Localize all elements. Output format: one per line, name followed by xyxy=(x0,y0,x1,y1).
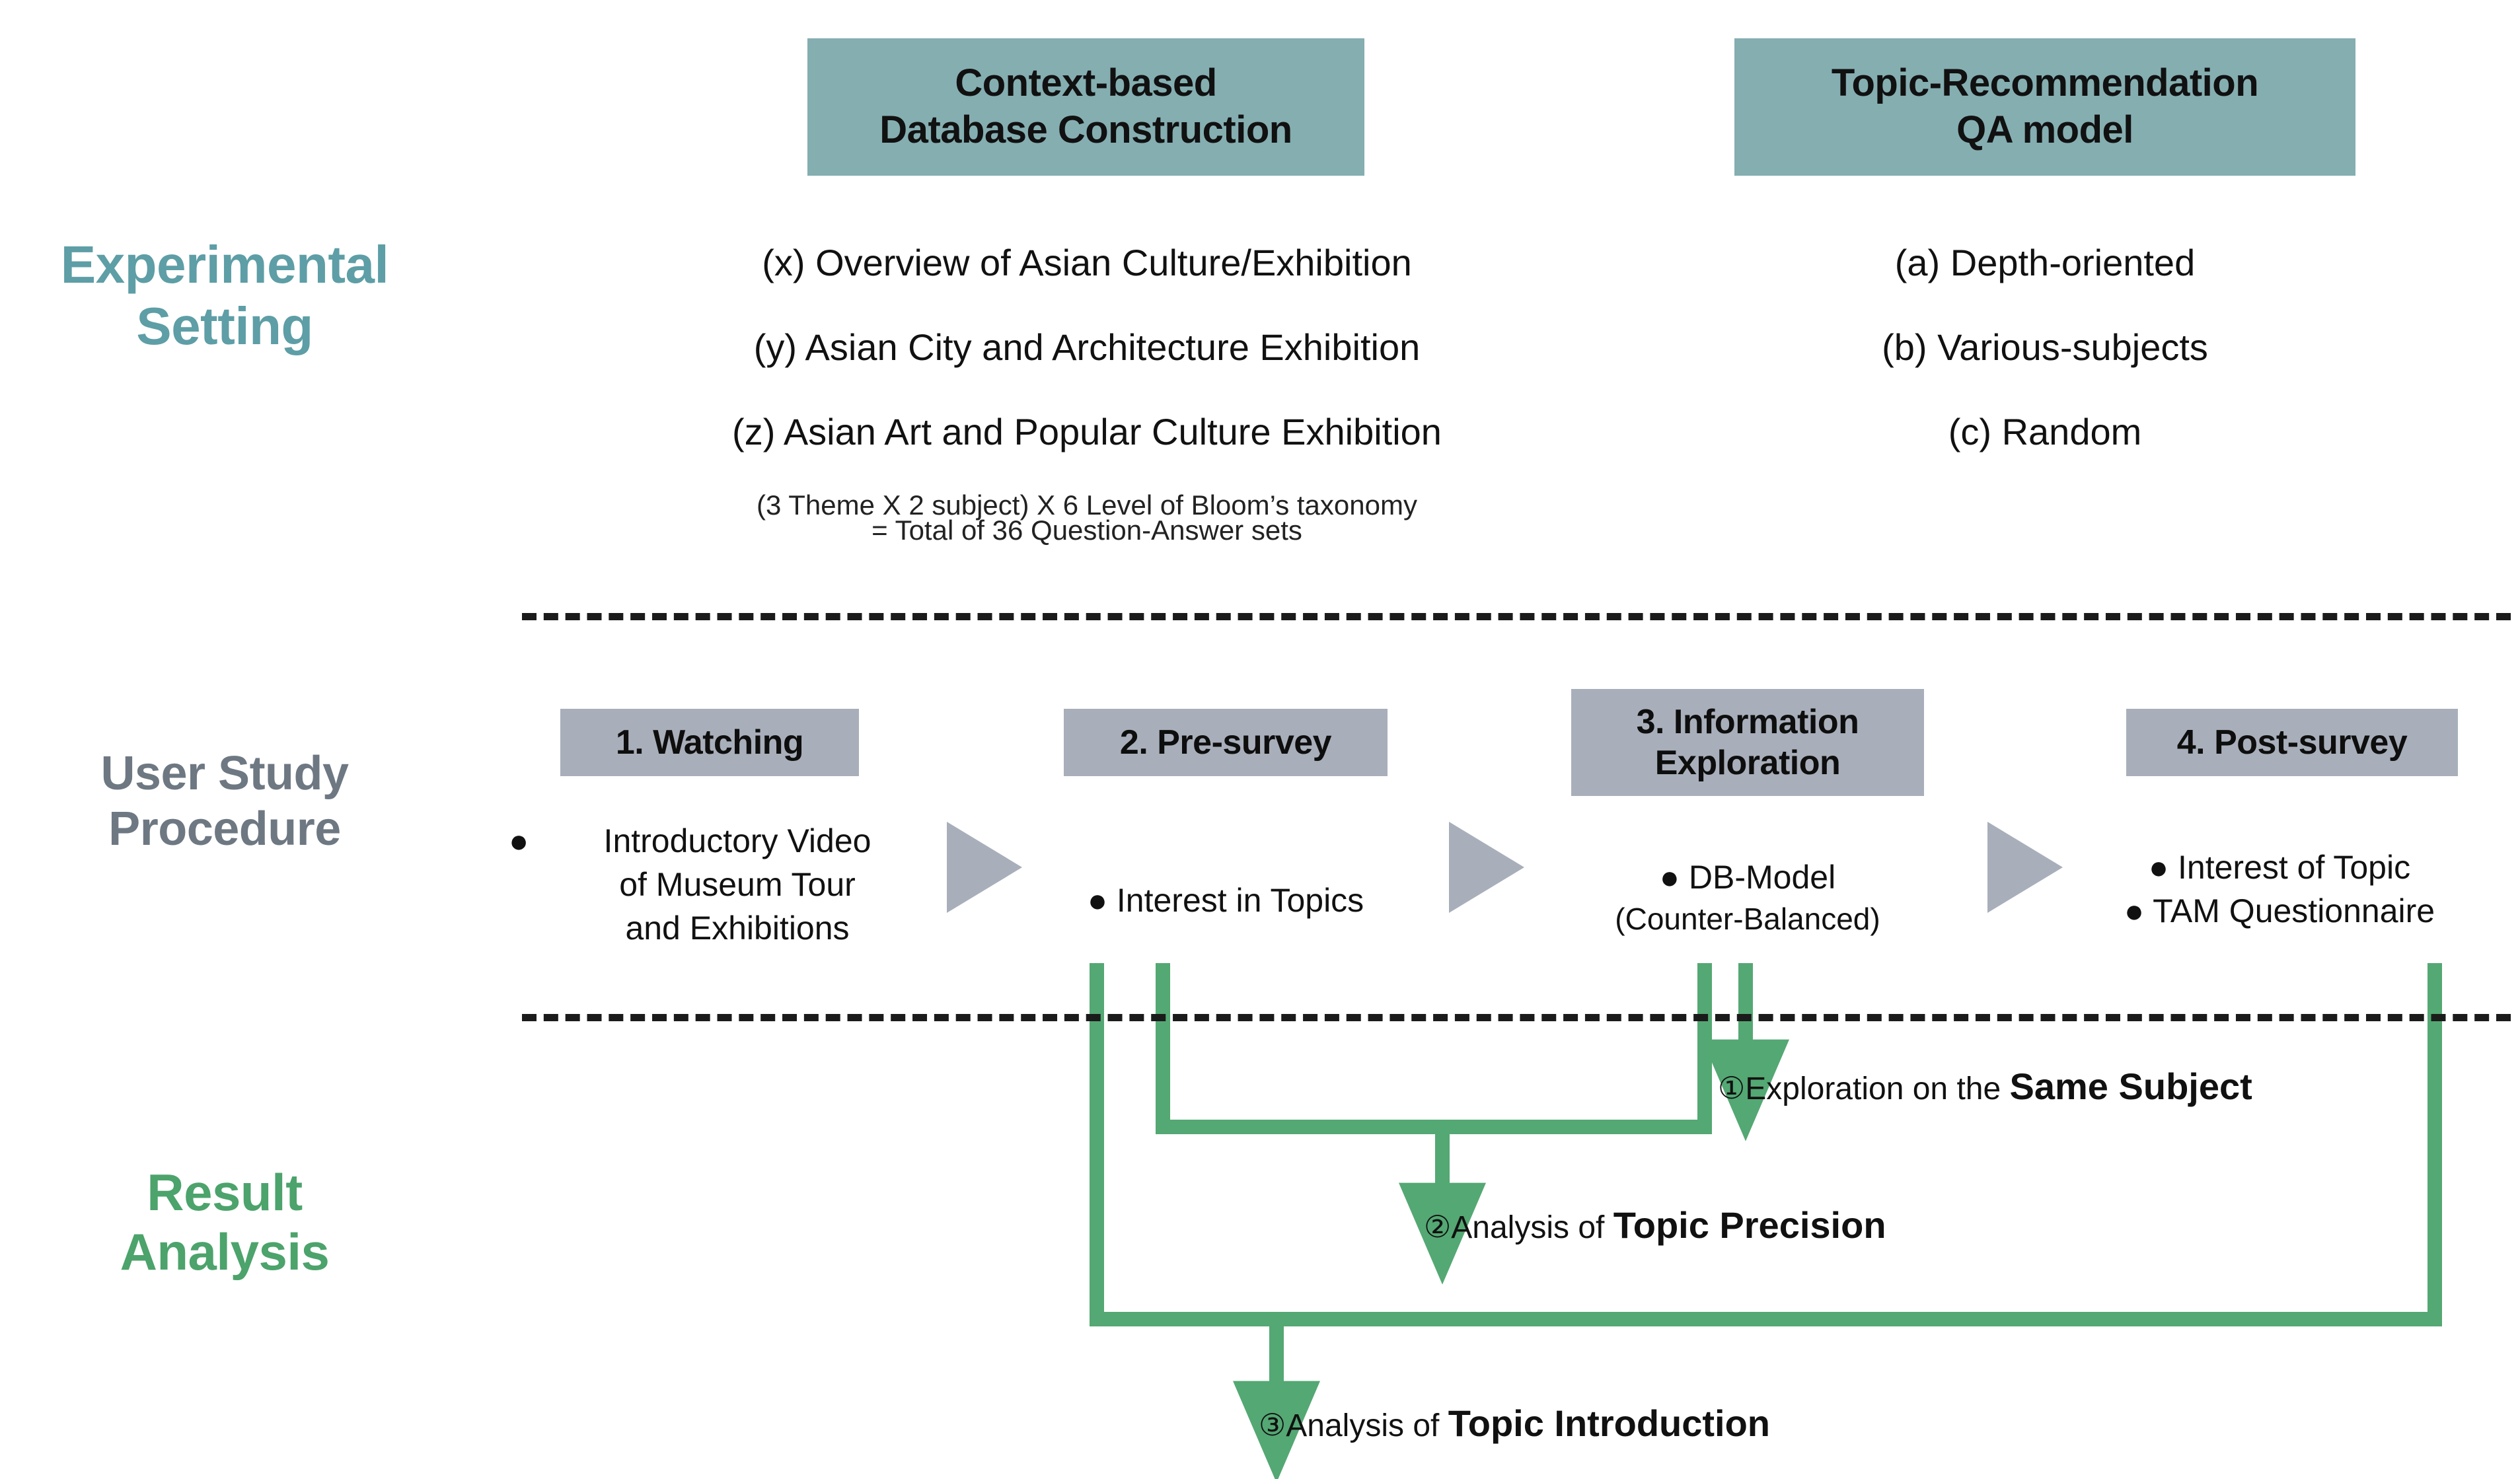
result-item-topic-introduction: ③Analysis of Topic Introduction xyxy=(1259,1402,1770,1445)
row-label-result-analysis: Result Analysis xyxy=(13,1163,436,1282)
step-body-info-sub: (Counter-Balanced) xyxy=(1615,902,1880,936)
row-label-user-study-procedure: User Study Procedure xyxy=(13,746,436,857)
header-db-line2: Database Construction xyxy=(879,108,1292,151)
row-label-userstudy-line2: Procedure xyxy=(108,802,341,855)
row-label-experimental-line2: Setting xyxy=(136,296,313,355)
experimental-qa-item: (b) Various-subjects xyxy=(1882,326,2208,368)
row-label-result-line2: Analysis xyxy=(120,1223,330,1281)
experimental-db-item: (x) Overview of Asian Culture/Exhibition xyxy=(762,242,1412,283)
result-item-1-emphasis: Same Subject xyxy=(2009,1065,2252,1107)
step-chip-information-exploration[interactable]: 3. Information Exploration xyxy=(1571,689,1924,796)
connector-topic-precision xyxy=(1156,963,1712,1134)
circled-number-2-icon: ② xyxy=(1424,1209,1452,1244)
divider-dashed-top xyxy=(522,613,2511,620)
step-body-pre-survey: ● Interest in Topics xyxy=(1031,879,1421,922)
experimental-database-items: (x) Overview of Asian Culture/Exhibition… xyxy=(661,244,1513,548)
step-chip-post-survey-label: 4. Post-survey xyxy=(2176,723,2408,762)
result-item-same-subject: ①Exploration on the Same Subject xyxy=(1718,1065,2252,1108)
step-chip-pre-survey[interactable]: 2. Pre-survey xyxy=(1064,709,1388,776)
step-body-post-line2: ● TAM Questionnaire xyxy=(2124,892,2435,929)
step-body-pre-survey-line1: ● Interest in Topics xyxy=(1087,882,1364,919)
row-label-experimental-line1: Experimental xyxy=(60,235,389,294)
experimental-db-item: (y) Asian City and Architecture Exhibiti… xyxy=(753,326,1421,368)
experimental-qa-items: (a) Depth-oriented (b) Various-subjects … xyxy=(1758,244,2332,498)
step-chip-pre-survey-label: 2. Pre-survey xyxy=(1119,723,1332,762)
header-box-qa-model: Topic-Recommendation QA model xyxy=(1734,38,2355,176)
row-label-experimental-setting: Experimental Setting xyxy=(13,234,436,357)
step-chip-info-line2: Exploration xyxy=(1654,744,1841,782)
step-chip-watching[interactable]: 1. Watching xyxy=(560,709,859,776)
result-item-2-prefix: Analysis of xyxy=(1451,1210,1613,1245)
step-body-information-exploration: ● DB-Model (Counter-Balanced) xyxy=(1559,855,1936,939)
experimental-note-line2: = Total of 36 Question-Answer sets xyxy=(871,514,1302,546)
header-qa-line1: Topic-Recommendation xyxy=(1831,61,2259,105)
step-chip-post-survey[interactable]: 4. Post-survey xyxy=(2126,709,2458,776)
step-body-watching-line1: Introductory Video xyxy=(603,822,871,859)
row-label-userstudy-line1: User Study xyxy=(100,747,349,800)
header-db-line1: Context-based xyxy=(955,61,1217,105)
header-qa-line2: QA model xyxy=(1956,108,2133,151)
circled-number-3-icon: ③ xyxy=(1259,1408,1286,1442)
experimental-qa-item: (a) Depth-oriented xyxy=(1894,242,2196,283)
experimental-note-line1: (3 Theme X 2 subject) X 6 Level of Bloom… xyxy=(757,489,1417,521)
result-item-2-emphasis: Topic Precision xyxy=(1613,1204,1886,1246)
result-item-topic-precision: ②Analysis of Topic Precision xyxy=(1424,1204,1886,1246)
step-body-post-line1: ● Interest of Topic xyxy=(2148,849,2411,886)
step-body-info-line1: ● DB-Model xyxy=(1659,859,1836,896)
result-item-3-emphasis: Topic Introduction xyxy=(1448,1402,1771,1444)
chevron-right-icon xyxy=(1987,822,2063,913)
circled-number-1-icon: ① xyxy=(1718,1071,1746,1105)
step-body-post-survey: ● Interest of Topic ● TAM Questionnaire xyxy=(2075,846,2484,933)
step-body-watching: ● Introductory Video of Museum Tour and … xyxy=(509,819,932,950)
header-box-database-construction: Context-based Database Construction xyxy=(807,38,1364,176)
bullet-icon: ● xyxy=(509,822,529,859)
experimental-qa-item: (c) Random xyxy=(1948,411,2142,452)
row-label-result-line1: Result xyxy=(147,1163,303,1221)
result-item-3-prefix: Analysis of xyxy=(1286,1408,1448,1443)
step-chip-watching-label: 1. Watching xyxy=(615,723,804,762)
divider-dashed-bottom xyxy=(522,1014,2511,1021)
result-item-1-prefix: Exploration on the xyxy=(1745,1071,2010,1106)
step-chip-info-line1: 3. Information xyxy=(1636,702,1859,741)
step-body-watching-line2: of Museum Tour xyxy=(619,866,856,903)
step-body-watching-line3: and Exhibitions xyxy=(625,910,850,947)
chevron-right-icon xyxy=(947,822,1022,913)
experimental-db-item: (z) Asian Art and Popular Culture Exhibi… xyxy=(732,411,1442,452)
chevron-right-icon xyxy=(1449,822,1524,913)
